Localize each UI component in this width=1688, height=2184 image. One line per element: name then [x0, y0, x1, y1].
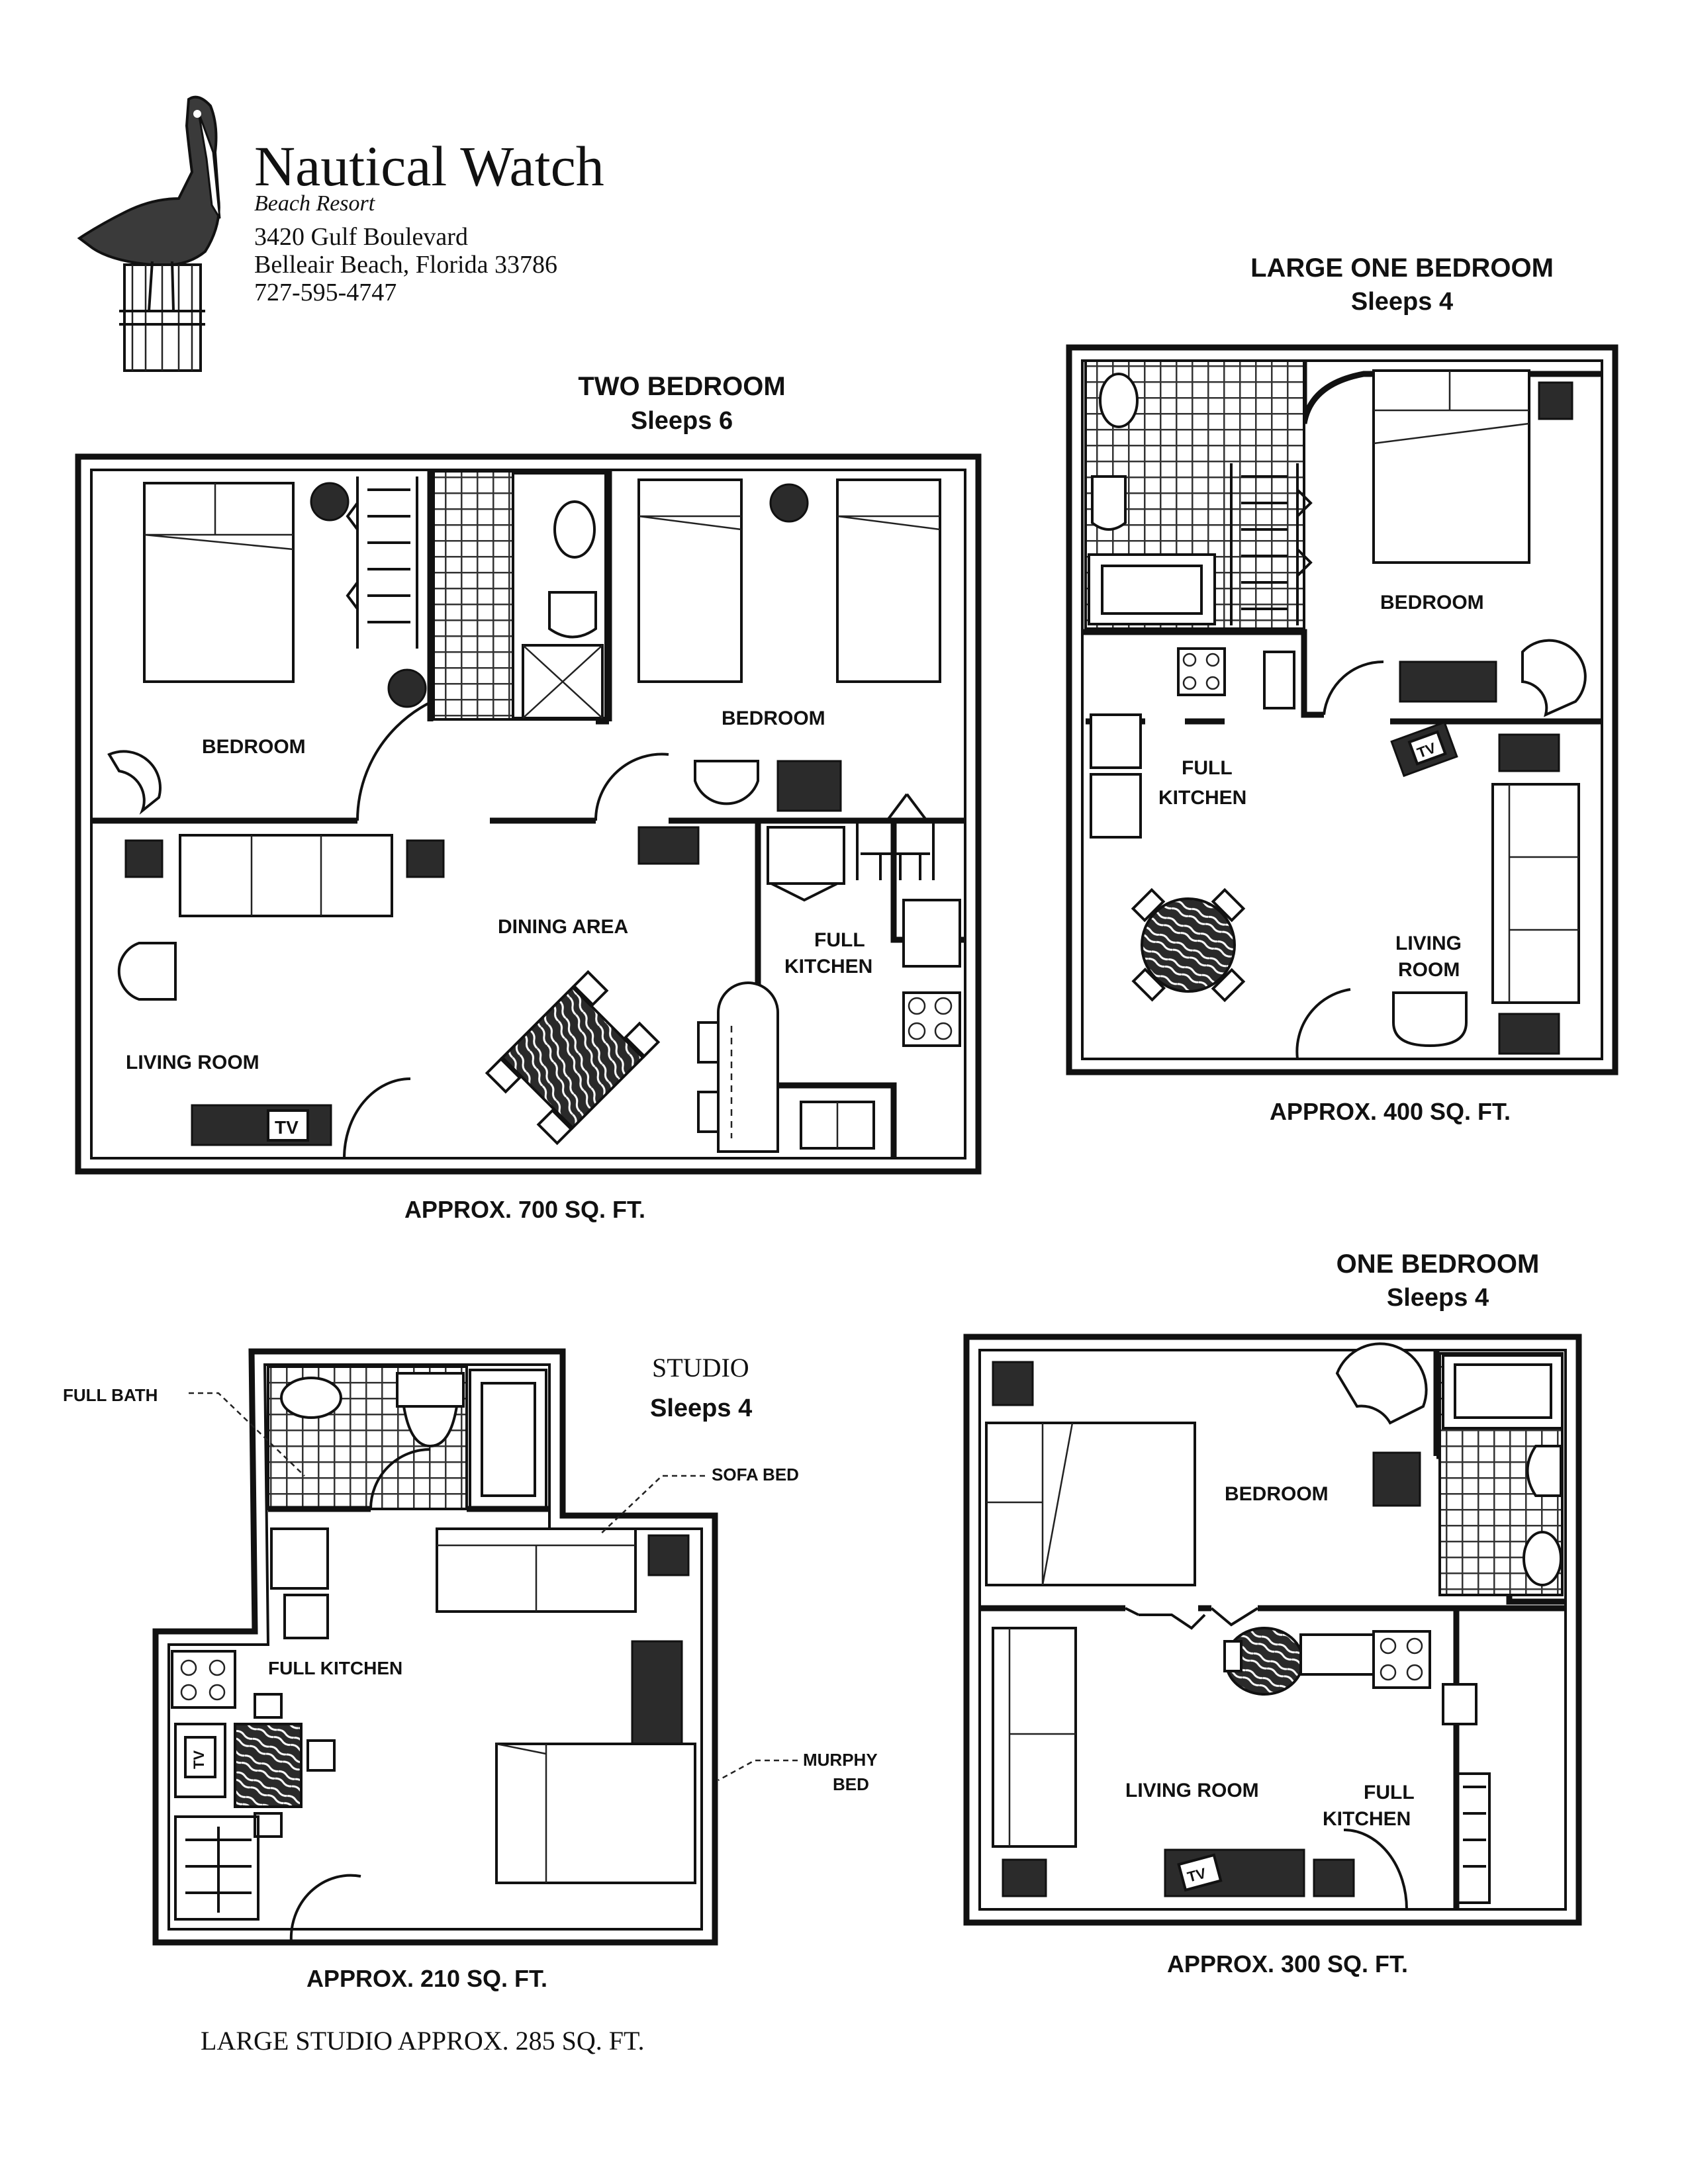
one-bedroom-kitchen-line1: FULL	[1364, 1782, 1415, 1803]
one-bedroom-title: ONE BEDROOM	[1336, 1250, 1540, 1279]
studio-plan: STUDIO Sleeps 4 FULL BATH SOFA BED FULL …	[63, 1348, 878, 1946]
two-bedroom-dining-label: DINING AREA	[498, 916, 628, 938]
phone-number: 727-595-4747	[254, 279, 397, 306]
large-one-bedroom-living-line2: ROOM	[1398, 959, 1460, 981]
large-one-bedroom-kitchen-line1: FULL	[1182, 757, 1233, 779]
address-line-2: Belleair Beach, Florida 33786	[254, 251, 557, 279]
studio-kitchen-label: FULL KITCHEN	[268, 1658, 402, 1678]
one-bedroom-living-label: LIVING ROOM	[1125, 1780, 1259, 1801]
brand-name: Nautical Watch	[254, 134, 604, 198]
brand-subtitle: Beach Resort	[254, 191, 376, 216]
two-bedroom-sleeps: Sleeps 6	[631, 407, 733, 435]
two-bedroom-tv-label: TV	[275, 1117, 299, 1138]
studio-full-bath-label: FULL BATH	[63, 1385, 158, 1405]
studio-tv-label: TV	[191, 1751, 207, 1769]
large-one-bedroom-title: LARGE ONE BEDROOM	[1250, 253, 1554, 283]
large-studio-note: LARGE STUDIO APPROX. 285 SQ. FT.	[201, 2026, 644, 2056]
one-bedroom-area: APPROX. 300 SQ. FT.	[1167, 1950, 1408, 1978]
two-bedroom-kitchen-line2: KITCHEN	[784, 956, 872, 978]
two-bedroom-kitchen-line1: FULL	[814, 929, 865, 951]
studio-murphy-line1: MURPHY	[803, 1750, 878, 1770]
studio-sofa-bed-label: SOFA BED	[712, 1465, 799, 1484]
two-bedroom-title: TWO BEDROOM	[578, 372, 785, 401]
large-one-bedroom-area: APPROX. 400 SQ. FT.	[1270, 1098, 1511, 1125]
large-one-bedroom-sleeps: Sleeps 4	[1351, 288, 1453, 316]
two-bedroom-plan: TWO BEDROOM Sleeps 6 BEDROOM	[75, 372, 982, 1175]
address-line-1: 3420 Gulf Boulevard	[254, 223, 468, 251]
one-bedroom-sleeps: Sleeps 4	[1387, 1284, 1489, 1312]
studio-sleeps: Sleeps 4	[650, 1394, 752, 1422]
studio-title: STUDIO	[652, 1353, 749, 1383]
pelican-logo-icon	[77, 95, 221, 372]
one-bedroom-bedroom-label: BEDROOM	[1225, 1483, 1329, 1505]
large-one-bedroom-bedroom-label: BEDROOM	[1380, 592, 1484, 614]
one-bedroom-kitchen-line2: KITCHEN	[1323, 1808, 1411, 1830]
large-one-bedroom-living-line1: LIVING	[1395, 933, 1462, 954]
studio-area: APPROX. 210 SQ. FT.	[306, 1965, 547, 1992]
two-bedroom-area: APPROX. 700 SQ. FT.	[404, 1196, 645, 1223]
one-bedroom-plan: ONE BEDROOM Sleeps 4 BEDROOM LIVING ROOM…	[963, 1250, 1582, 1926]
two-bedroom-living-label: LIVING ROOM	[126, 1052, 259, 1073]
studio-murphy-line2: BED	[833, 1774, 869, 1794]
large-one-bedroom-kitchen-line2: KITCHEN	[1158, 787, 1246, 809]
large-one-bedroom-plan: LARGE ONE BEDROOM Sleeps 4 BEDROOM FULL …	[1066, 253, 1618, 1075]
two-bedroom-bedroom-left-label: BEDROOM	[202, 736, 306, 758]
two-bedroom-bedroom-right-label: BEDROOM	[722, 707, 825, 729]
